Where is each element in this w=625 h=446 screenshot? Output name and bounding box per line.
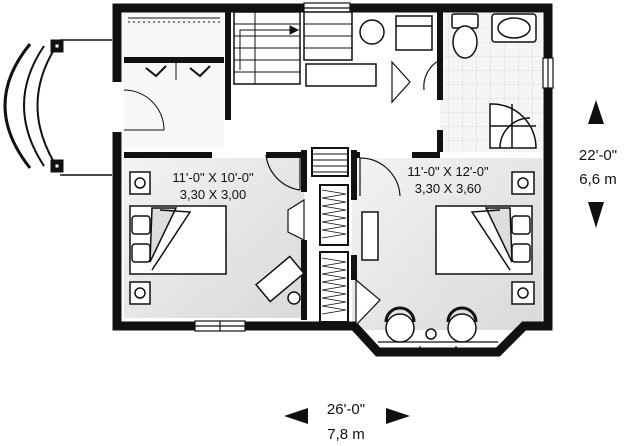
bedroom-left-furniture [129,171,305,305]
windows [194,2,554,352]
toilet-bowl [452,25,478,59]
width-dimension: 26'-0" 7,8 m [284,401,410,443]
bedroom-right-size-metric: 3,30 X 3,60 [415,181,482,196]
width-imperial: 26'-0" [327,401,365,418]
depth-dimension: 22'-0" 6,6 m [579,100,617,228]
side-table [425,328,437,340]
desk-chair [287,291,301,305]
interior-walls [124,12,443,320]
arrow-right-icon [386,408,410,424]
stair-arrow-icon [289,25,300,35]
arrow-down-icon [588,202,604,228]
arrow-left-icon [284,408,308,424]
sink-basin [497,17,531,39]
utility-fixtures [359,15,433,51]
depth-imperial: 22'-0" [579,147,617,164]
closet-hall [311,147,349,323]
staircase [233,11,377,87]
desk [255,255,305,303]
bedroom-right-furniture [361,171,535,343]
doors [265,59,441,327]
dresser [361,211,379,261]
armchair-left [385,313,415,343]
entry-closet [123,17,220,131]
arrow-up-icon [588,100,604,124]
bedroom-left-size-imperial: 11'-0" X 10'-0" [172,170,254,185]
bedroom-left-size-metric: 3,30 X 3,00 [180,187,247,202]
armchair-right [447,313,477,343]
width-metric: 7,8 m [327,426,365,443]
bedroom-right-size-imperial: 11'-0" X 12'-0" [407,164,489,179]
entry-porch [3,39,112,176]
depth-metric: 6,6 m [579,171,617,188]
bathroom-fixtures [451,13,537,149]
